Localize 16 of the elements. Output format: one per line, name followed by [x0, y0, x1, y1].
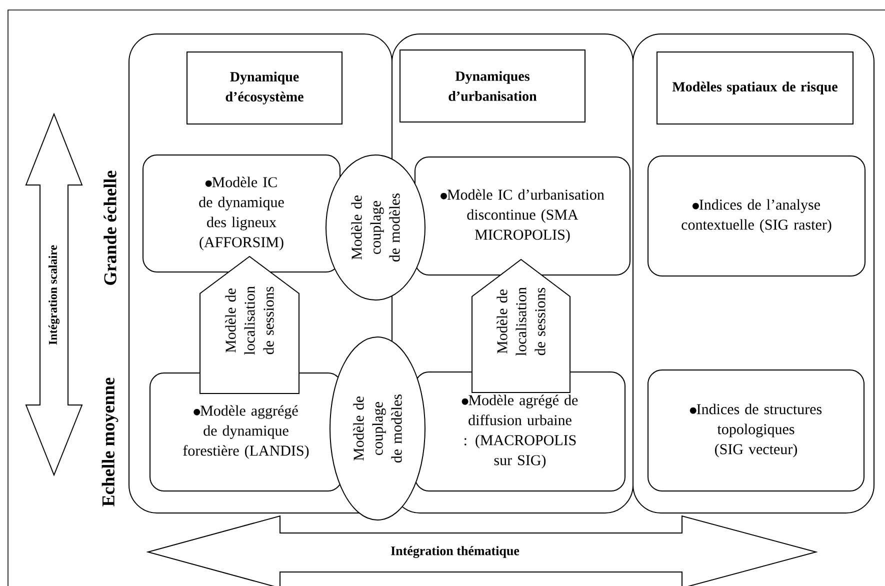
axis-label: Intégration thématique	[391, 546, 520, 558]
header-box: Dynamique d’écosystème	[186, 52, 342, 124]
header-box: Dynamiques d’urbanisation	[400, 50, 586, 122]
model-box: Indices de structures topologiques (SIG vecteur)	[648, 370, 864, 492]
edge-label: Modèle de localisation de sessions	[496, 287, 546, 356]
model-box: Modèle IC de dynamique des ligneux (AFFORSIM)	[142, 154, 340, 272]
column-panel	[632, 34, 875, 514]
axis-label: Grande échelle	[104, 170, 116, 285]
axis-label: Echelle moyenne	[102, 378, 118, 506]
edge-label: Modèle de localisation de sessions	[225, 286, 274, 355]
pentagon-arrow	[200, 256, 300, 394]
model-box: Indices de l’analyse contextuelle (SIG raster)	[648, 156, 866, 276]
pentagon-arrow	[472, 258, 570, 393]
axis-label: Intégration scalaire	[48, 245, 60, 345]
model-box: Modèle IC d’urbanisation discontinue (SMA MICROPOLIS)	[414, 156, 630, 276]
header-box: Modèles spatiaux de risque	[656, 52, 854, 124]
